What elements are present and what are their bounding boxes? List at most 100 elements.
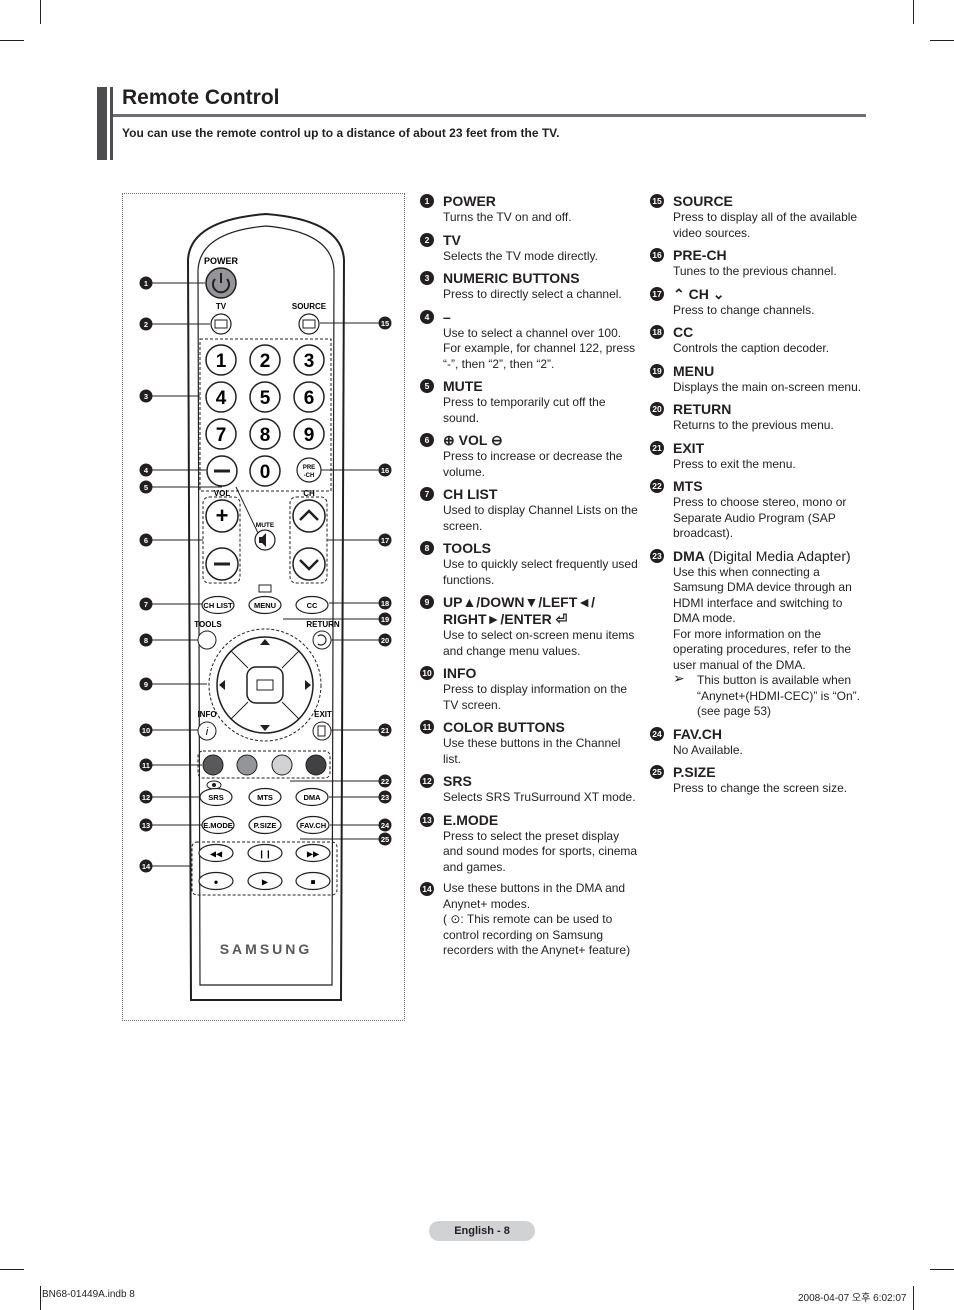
callout-number: 7 — [144, 600, 148, 609]
item-chlist: 7 CH LIST Used to display Channel Lists … — [420, 486, 638, 534]
page-number: English - 8 — [429, 1221, 535, 1241]
menu-button[interactable] — [248, 595, 282, 615]
digit-9-button[interactable] — [293, 418, 325, 450]
stop-button[interactable] — [295, 871, 331, 891]
menu-icon — [258, 584, 272, 593]
callout-number: 9 — [144, 680, 148, 689]
green-button[interactable] — [236, 754, 258, 776]
callout-number: 23 — [381, 793, 389, 802]
record-icon: ● — [214, 878, 219, 887]
item-ch: 17 ⌃ CH ⌄ Press to change channels. — [650, 286, 870, 319]
callout-badge — [139, 597, 153, 611]
pause-button[interactable] — [247, 843, 283, 863]
mts-button[interactable] — [248, 787, 282, 807]
stop-icon: ■ — [311, 878, 316, 887]
crop-mark — [40, 0, 41, 24]
info-button[interactable] — [197, 721, 217, 741]
vol-label: VOL — [214, 489, 231, 498]
digit-label: 2 — [260, 351, 271, 372]
mts-button-label: MTS — [257, 793, 273, 802]
item-tv: 2 TV Selects the TV mode directly. — [420, 232, 638, 265]
fast-forward-button[interactable] — [295, 843, 331, 863]
page-subtitle: You can use the remote control up to a d… — [122, 126, 560, 140]
callout-badge — [378, 533, 392, 547]
rewind-button[interactable] — [198, 843, 234, 863]
ch-list-button[interactable] — [201, 595, 235, 615]
digit-5-button[interactable] — [249, 381, 281, 413]
favch-button-label: FAV.CH — [300, 821, 326, 830]
digit-8-button[interactable] — [249, 418, 281, 450]
callout-badge — [139, 276, 153, 290]
srs-button-label: SRS — [208, 793, 223, 802]
ch-down-button[interactable] — [292, 547, 326, 581]
digit-0-button[interactable] — [249, 455, 281, 487]
crop-mark — [0, 1269, 24, 1270]
item-return: 20 RETURN Returns to the previous menu. — [650, 401, 870, 434]
dma-button[interactable] — [295, 787, 329, 807]
ch-up-button[interactable] — [292, 499, 326, 533]
blue-button[interactable] — [305, 754, 327, 776]
pause-icon: ❙❙ — [258, 850, 271, 859]
power-icon — [212, 278, 230, 294]
callout-badge — [378, 463, 392, 477]
item-source: 15 SOURCE Press to display all of the av… — [650, 193, 870, 241]
remote-figure-frame — [122, 193, 405, 1021]
return-button[interactable] — [312, 630, 332, 650]
digit-label: 5 — [260, 388, 271, 409]
item-emode: 13 E.MODE Press to select the preset dis… — [420, 812, 638, 876]
favch-button[interactable] — [296, 815, 330, 835]
digit-4-button[interactable] — [205, 381, 237, 413]
item-color-buttons: 11 COLOR BUTTONS Use these buttons in th… — [420, 719, 638, 767]
callout-number: 15 — [381, 319, 389, 328]
title-bar — [97, 87, 113, 160]
digit-1-button[interactable] — [205, 344, 237, 376]
title-rule — [113, 114, 866, 117]
digit-6-button[interactable] — [293, 381, 325, 413]
digit-2-button[interactable] — [249, 344, 281, 376]
callout-number: 8 — [144, 636, 148, 645]
callout-badge — [139, 790, 153, 804]
arrow-down-icon — [260, 725, 270, 731]
crop-mark — [930, 40, 954, 41]
svg-text:PRE: PRE — [303, 465, 315, 471]
ch-list-button-label: CH LIST — [203, 601, 233, 610]
tools-button[interactable] — [197, 630, 217, 650]
exit-button[interactable] — [312, 721, 332, 741]
cc-button[interactable] — [295, 595, 329, 615]
record-indicator-icon: ⊙ — [450, 912, 461, 926]
callout-badge — [378, 818, 392, 832]
yellow-button[interactable] — [271, 754, 293, 776]
callout-badge — [139, 463, 153, 477]
callout-badge — [378, 832, 392, 846]
callout-badge — [139, 859, 153, 873]
source-label: SOURCE — [292, 302, 327, 311]
callout-number: 4 — [144, 466, 149, 475]
item-srs: 12 SRS Selects SRS TruSurround XT mode. — [420, 773, 638, 806]
tv-button[interactable] — [210, 313, 232, 335]
play-button[interactable] — [247, 871, 283, 891]
record-button[interactable] — [198, 871, 234, 891]
callout-number: 22 — [381, 777, 389, 786]
callout-number: 18 — [381, 599, 389, 608]
brand-logo: SAMSUNG — [220, 941, 313, 957]
digit-3-button[interactable] — [293, 344, 325, 376]
item-dash: 4 – Use to select a channel over 100. Fo… — [420, 309, 638, 373]
digit-7-button[interactable] — [205, 418, 237, 450]
psize-button[interactable] — [248, 815, 282, 835]
source-button[interactable] — [298, 313, 320, 335]
enter-button[interactable] — [246, 666, 284, 704]
callout-badge — [378, 633, 392, 647]
callout-badge — [139, 758, 153, 772]
digit-label: 4 — [216, 388, 227, 409]
tools-label: TOOLS — [194, 620, 222, 629]
item-psize: 25 P.SIZE Press to change the screen siz… — [650, 764, 870, 797]
chevron-down-icon: ⌄ — [712, 285, 725, 302]
vol-up-button[interactable] — [205, 499, 239, 533]
return-label: RETURN — [306, 620, 340, 629]
arrow-up-icon — [260, 639, 270, 645]
item-power: 1 POWER Turns the TV on and off. — [420, 193, 638, 226]
description-column-left: 1 POWER Turns the TV on and off. 2 TV Se… — [420, 193, 638, 959]
red-button[interactable] — [202, 754, 224, 776]
emode-button-label: E.MODE — [203, 821, 233, 830]
callout-badge — [139, 677, 153, 691]
